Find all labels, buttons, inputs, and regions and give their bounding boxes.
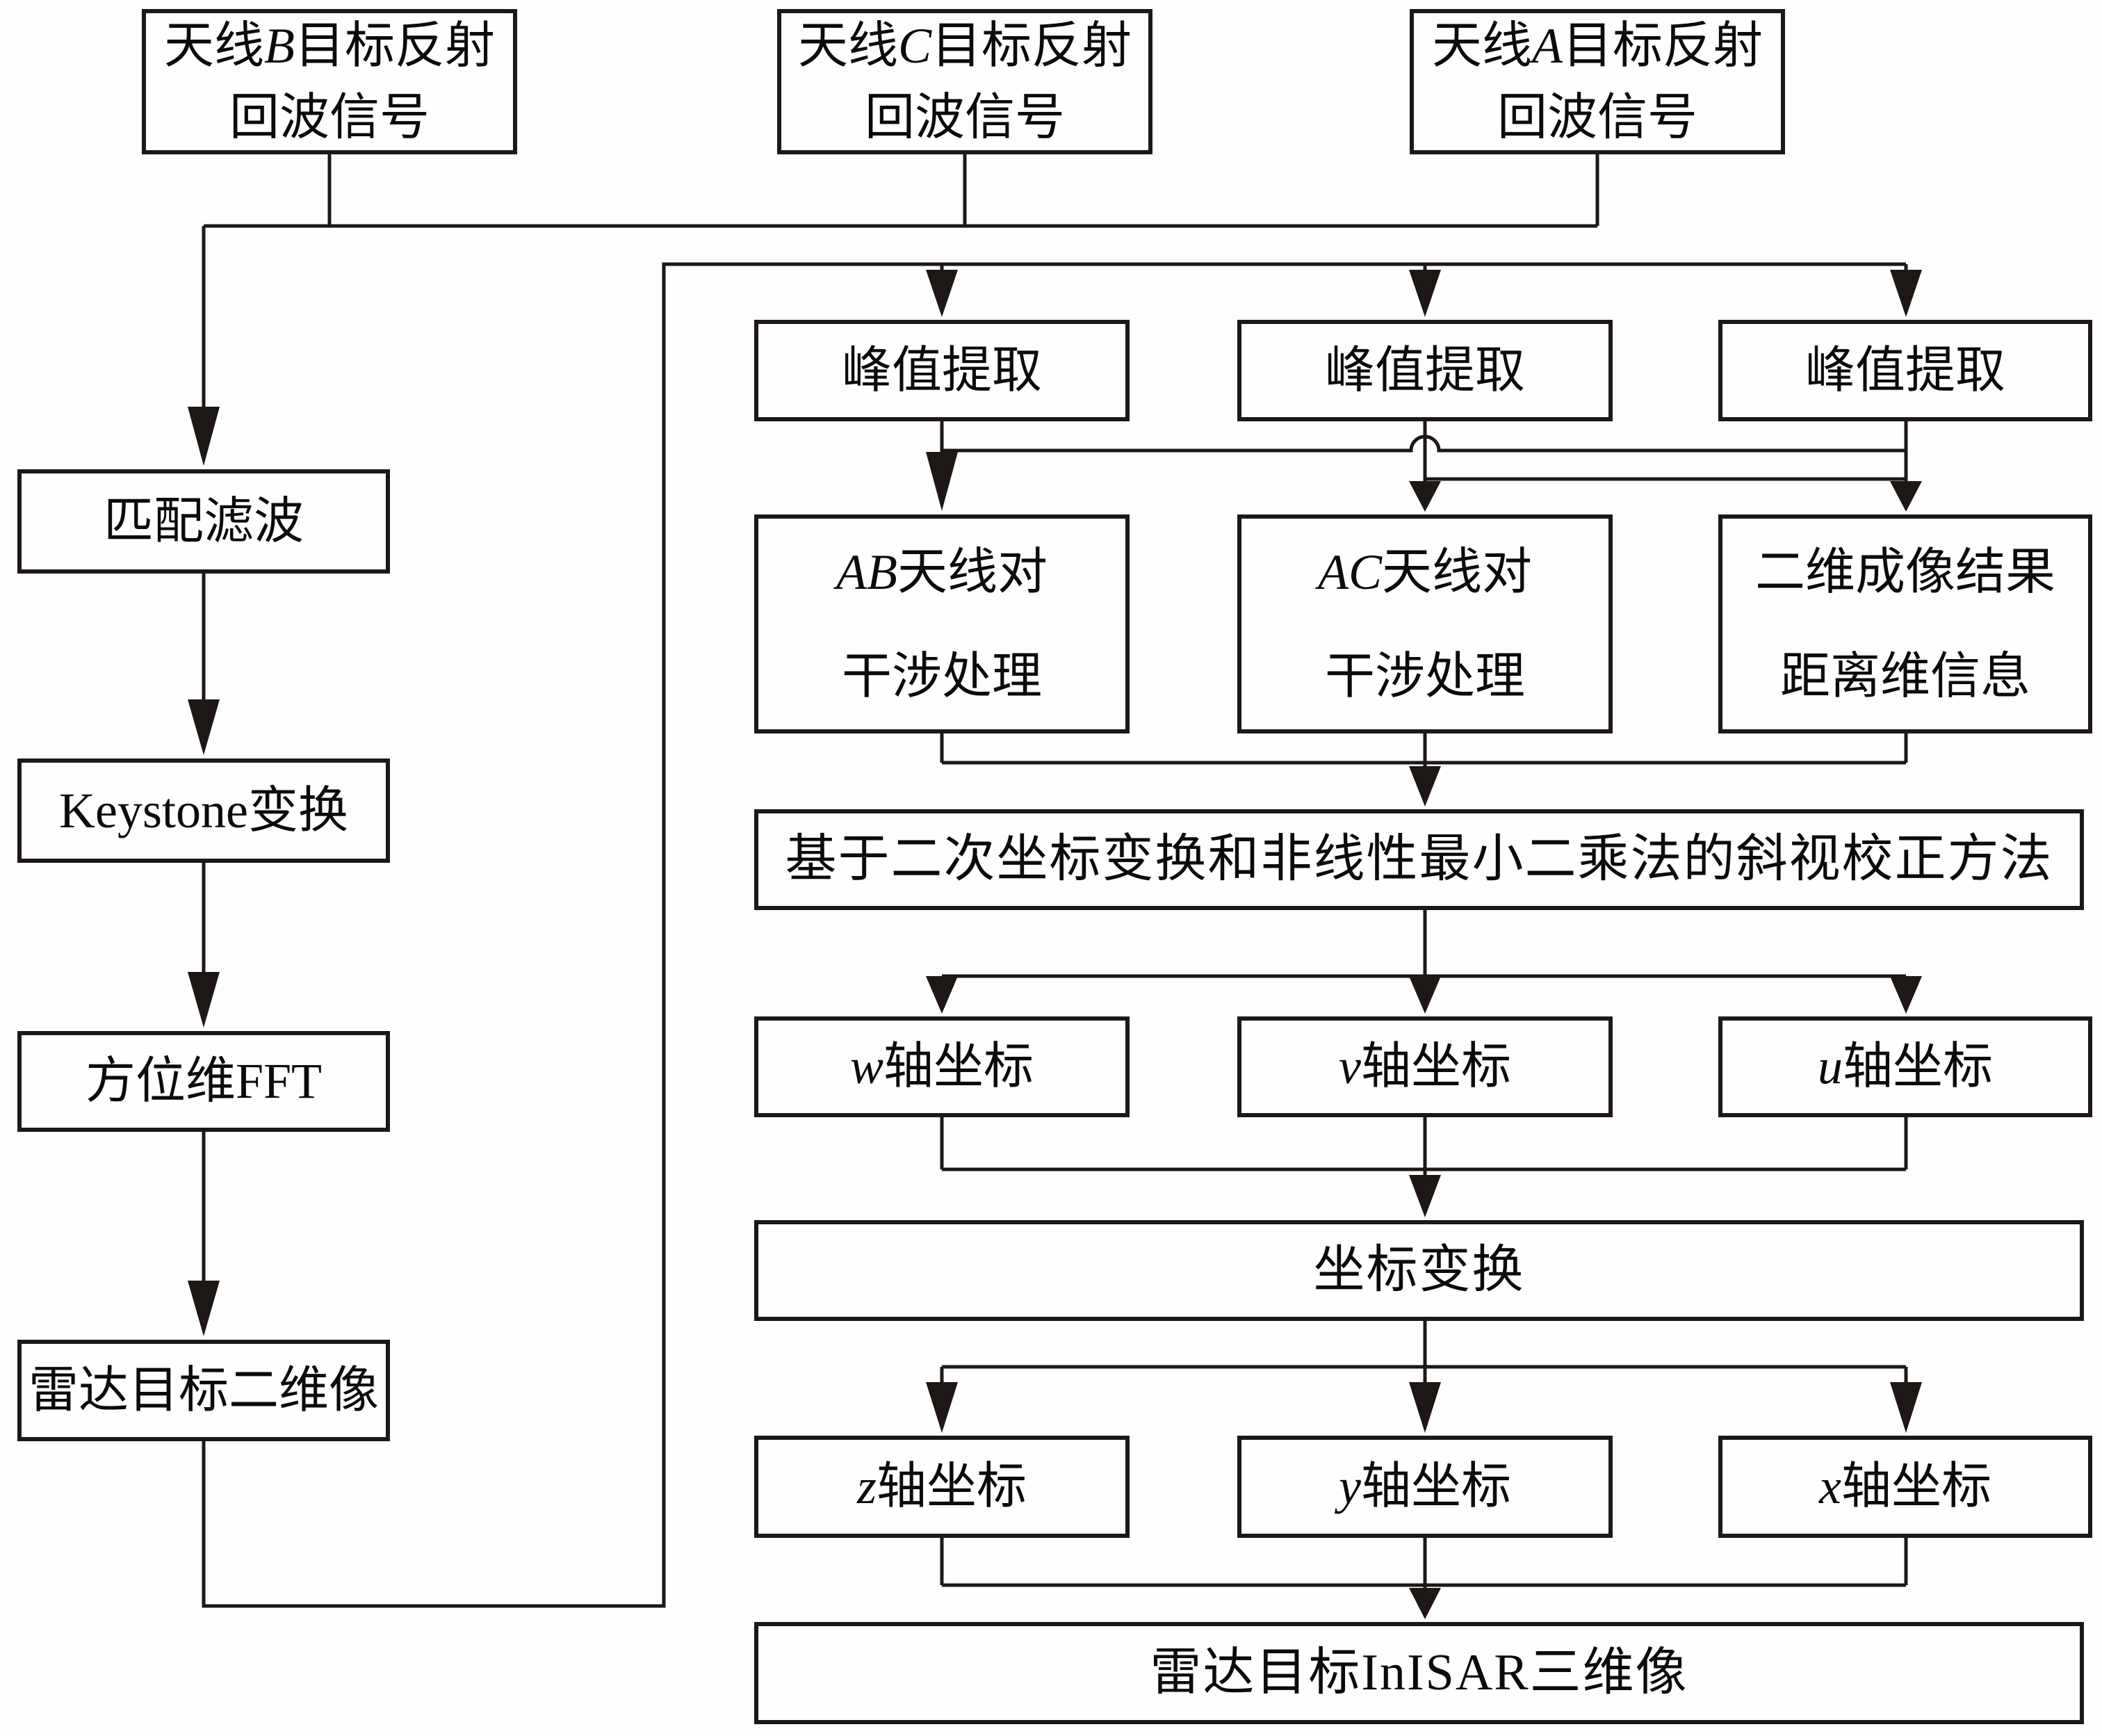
node-label: 天线C目标反射回波信号 <box>797 17 1132 145</box>
node-matched-filter: 匹配滤波 <box>17 469 390 574</box>
node-v-axis-coordinate: v轴坐标 <box>1237 1016 1613 1117</box>
node-label: 天线A目标反射回波信号 <box>1431 17 1763 145</box>
node-label: 雷达目标InISAR三维像 <box>1150 1644 1688 1701</box>
node-label: v轴坐标 <box>1339 1039 1511 1095</box>
node-label: AC天线对干涉处理 <box>1317 544 1533 704</box>
node-antenna-a-echo: 天线A目标反射回波信号 <box>1410 9 1785 154</box>
node-label: 基于二次坐标变换和非线性最小二乘法的斜视校正方法 <box>785 830 2053 888</box>
node-label: 峰值提取 <box>841 342 1042 398</box>
node-coordinate-transform: 坐标变换 <box>754 1220 2084 1321</box>
node-label: 二维成像结果 距离维信息 <box>1754 544 2055 704</box>
node-antenna-b-echo: 天线B目标反射回波信号 <box>142 9 517 154</box>
node-label: z轴坐标 <box>856 1459 1027 1515</box>
node-label: 匹配滤波 <box>103 493 304 549</box>
node-keystone-transform: Keystone变换 <box>17 759 390 863</box>
node-label: 坐标变换 <box>1313 1241 1525 1299</box>
node-label: AB天线对干涉处理 <box>836 544 1048 704</box>
node-label: y轴坐标 <box>1339 1459 1511 1515</box>
node-label: 方位维FFT <box>85 1053 323 1110</box>
node-label: w轴坐标 <box>849 1039 1034 1095</box>
node-label: x轴坐标 <box>1819 1459 1991 1515</box>
node-antenna-c-echo: 天线C目标反射回波信号 <box>777 9 1152 154</box>
node-ac-interferometry: AC天线对干涉处理 <box>1237 514 1613 733</box>
node-label: 峰值提取 <box>1324 342 1525 398</box>
node-peak-extraction-1: 峰值提取 <box>754 320 1130 421</box>
node-y-axis-coordinate: y轴坐标 <box>1237 1436 1613 1538</box>
node-label: Keystone变换 <box>59 782 348 838</box>
node-z-axis-coordinate: z轴坐标 <box>754 1436 1130 1538</box>
node-label: u轴坐标 <box>1817 1039 1993 1095</box>
node-label: 峰值提取 <box>1804 342 2005 398</box>
node-u-axis-coordinate: u轴坐标 <box>1718 1016 2092 1117</box>
node-w-axis-coordinate: w轴坐标 <box>754 1016 1130 1117</box>
node-ab-interferometry: AB天线对干涉处理 <box>754 514 1130 733</box>
arrowheads <box>188 270 1922 1619</box>
node-x-axis-coordinate: x轴坐标 <box>1718 1436 2092 1538</box>
node-squint-correction-method: 基于二次坐标变换和非线性最小二乘法的斜视校正方法 <box>754 809 2084 910</box>
node-2d-imaging-range-info: 二维成像结果 距离维信息 <box>1718 514 2092 733</box>
node-peak-extraction-2: 峰值提取 <box>1237 320 1613 421</box>
node-peak-extraction-3: 峰值提取 <box>1718 320 2092 421</box>
node-azimuth-fft: 方位维FFT <box>17 1031 390 1132</box>
edge-2dimage-feedback <box>202 262 1906 1608</box>
node-radar-2d-image: 雷达目标二维像 <box>17 1340 390 1441</box>
node-label: 天线B目标反射回波信号 <box>163 17 495 145</box>
node-inisar-3d-image: 雷达目标InISAR三维像 <box>754 1622 2084 1724</box>
node-label: 雷达目标二维像 <box>28 1362 379 1418</box>
